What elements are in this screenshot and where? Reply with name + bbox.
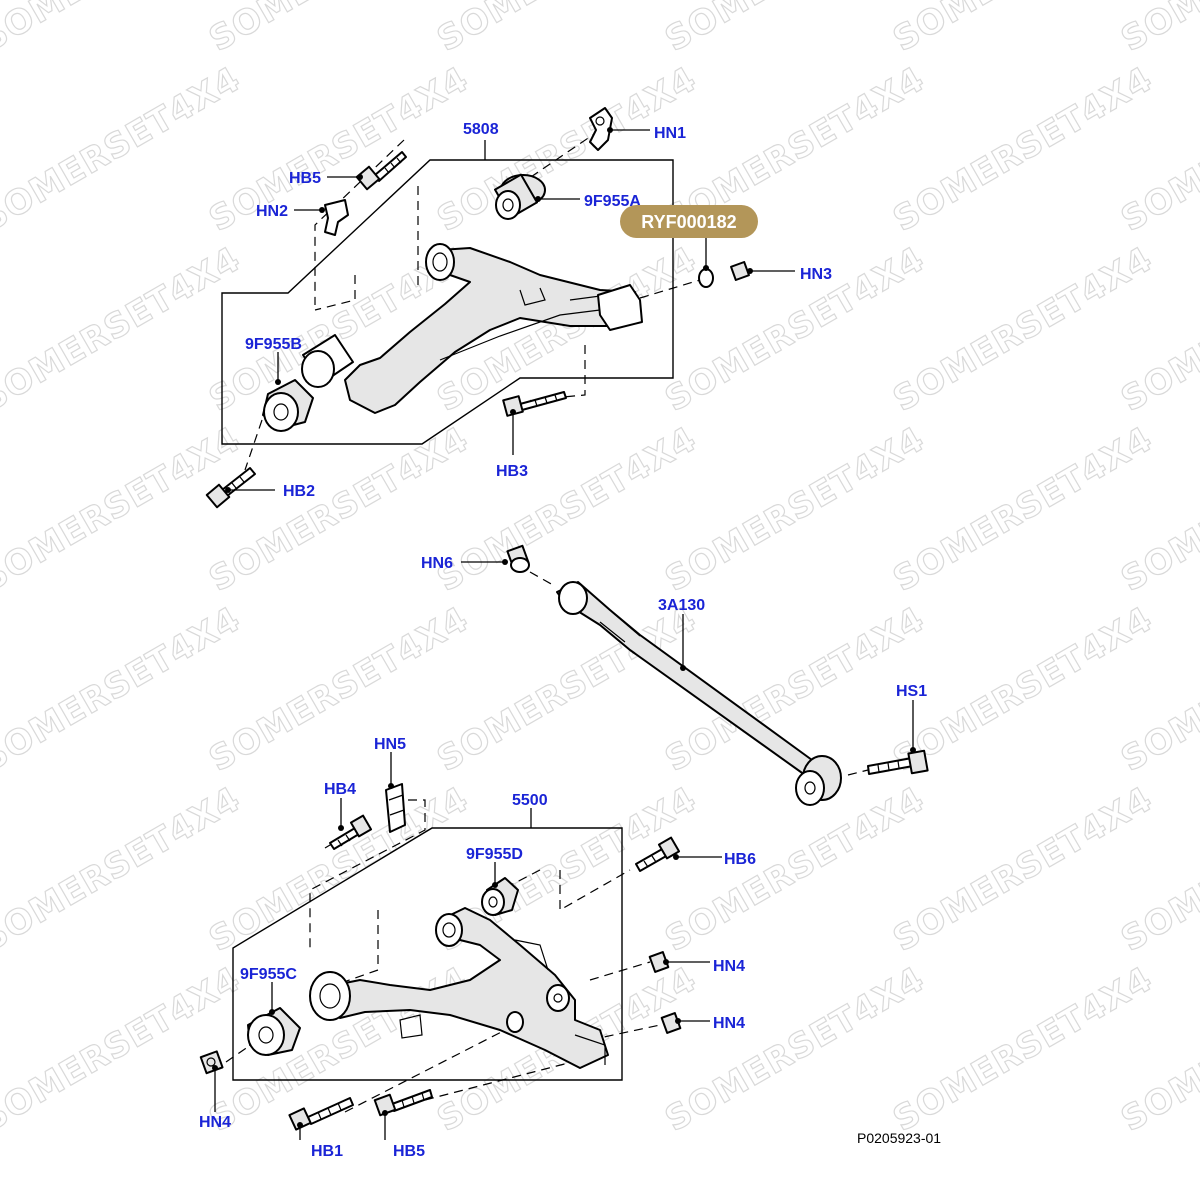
upper-guide-4 [499, 129, 601, 199]
bush-9f955d [481, 877, 519, 916]
label-hn3: HN3 [800, 266, 832, 283]
label-hn4-right-top: HN4 [713, 958, 745, 975]
label-hn4-left: HN4 [199, 1114, 231, 1131]
nut-hn2 [324, 199, 349, 236]
drawing-reference-number: P0205923-01 [857, 1130, 941, 1146]
watermark-text: SOMERSET4X4 [1115, 0, 1200, 60]
label-5808: 5808 [463, 121, 499, 138]
label-hn1: HN1 [654, 125, 686, 142]
bracket-hn1 [589, 107, 613, 151]
upper-arm-front-housing [425, 243, 455, 281]
lower-control-arm [324, 907, 609, 1069]
upper-guide-2 [314, 139, 405, 305]
upper-arm-rib-2 [519, 287, 546, 306]
leader-lines [212, 127, 916, 1140]
part-number-badge-text: RYF000182 [641, 212, 736, 232]
label-hb4: HB4 [324, 781, 356, 798]
bush-9f955b [262, 379, 314, 432]
nut-hn6 [506, 544, 530, 573]
bolt-hb5-bottom [373, 1089, 433, 1117]
label-9f955d: 9F955D [466, 846, 523, 863]
label-hn2: HN2 [256, 203, 288, 220]
watermark-layer: SOMERSET4X4SOMERSET4X4SOMERSET4X4SOMERSE… [0, 0, 1200, 1140]
label-hb1: HB1 [311, 1143, 343, 1160]
bolt-hb5-top [355, 151, 407, 191]
upper-control-arm [344, 247, 641, 414]
upper-arm-bracket [597, 284, 643, 331]
nut-hn4-left [199, 1050, 224, 1075]
bush-9f955c [247, 1007, 301, 1056]
upper-guide-6 [529, 345, 586, 401]
part-number-badge[interactable]: RYF000182 [620, 205, 758, 238]
label-9f955a: 9F955A [584, 193, 641, 210]
clip-hn5 [385, 783, 406, 833]
nut-hn3 [698, 261, 750, 288]
upper-guide-7 [244, 419, 263, 471]
label-hn5: HN5 [374, 736, 406, 753]
lower-arm-rear-housing [309, 971, 351, 1021]
label-hs1: HS1 [896, 683, 927, 700]
lower-arm-front-housing [435, 913, 463, 947]
label-9f955c: 9F955C [240, 966, 297, 983]
bolt-hb6 [635, 836, 681, 872]
label-hb6: HB6 [724, 851, 756, 868]
bolt-hb3 [502, 391, 567, 417]
label-hb5-bottom: HB5 [393, 1143, 425, 1160]
label-9f955b: 9F955B [245, 336, 302, 353]
label-hb2: HB2 [283, 483, 315, 500]
upper-guide-3 [314, 275, 356, 311]
upper-arm-assembly [221, 129, 701, 471]
upper-arm-frame [221, 159, 674, 445]
upper-guide-5 [639, 279, 701, 299]
track-rod-assembly [506, 544, 929, 806]
label-hb5-top: HB5 [289, 170, 321, 187]
bolt-hb2 [205, 467, 256, 509]
lower-arm-frame [232, 827, 623, 1081]
label-3a130: 3A130 [658, 597, 705, 614]
label-hn6: HN6 [421, 555, 453, 572]
upper-arm-rib [439, 309, 601, 361]
label-hb3: HB3 [496, 463, 528, 480]
bush-9f955a [494, 173, 546, 220]
part-labels: 5808 HN1 HB5 9F955A HN2 HN3 9F955B HB3 H… [199, 121, 927, 1160]
label-5500: 5500 [512, 792, 548, 809]
bolt-hb4 [329, 814, 373, 850]
bolt-hb1 [288, 1097, 354, 1131]
bolt-hs1 [847, 749, 929, 776]
label-hn4-right-bottom: HN4 [713, 1015, 745, 1032]
